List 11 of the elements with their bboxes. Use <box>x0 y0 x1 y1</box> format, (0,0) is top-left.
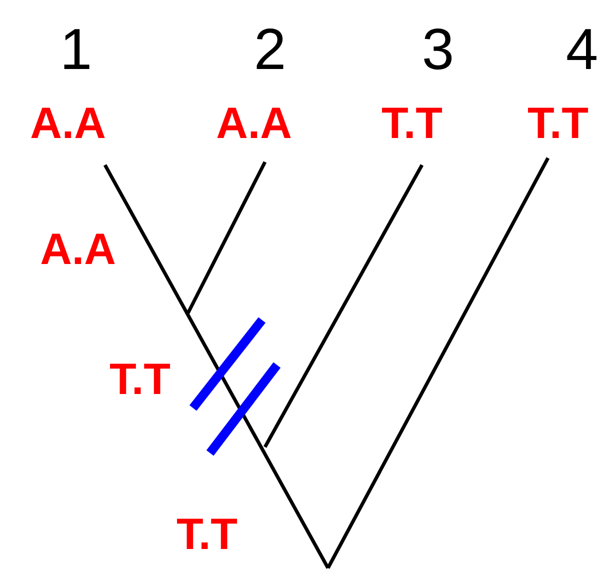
state-label: A.A <box>216 102 292 146</box>
state-label: A.A <box>30 102 106 146</box>
state-label: T.T <box>527 102 589 146</box>
state-label: T.T <box>176 513 238 557</box>
state-label: T.T <box>381 102 443 146</box>
state-label: A.A <box>40 228 116 272</box>
taxon-number: 4 <box>566 21 598 79</box>
taxon-number: 1 <box>60 21 92 79</box>
state-label: T.T <box>109 358 171 402</box>
taxon-number: 3 <box>422 21 454 79</box>
taxon-number: 2 <box>254 21 286 79</box>
